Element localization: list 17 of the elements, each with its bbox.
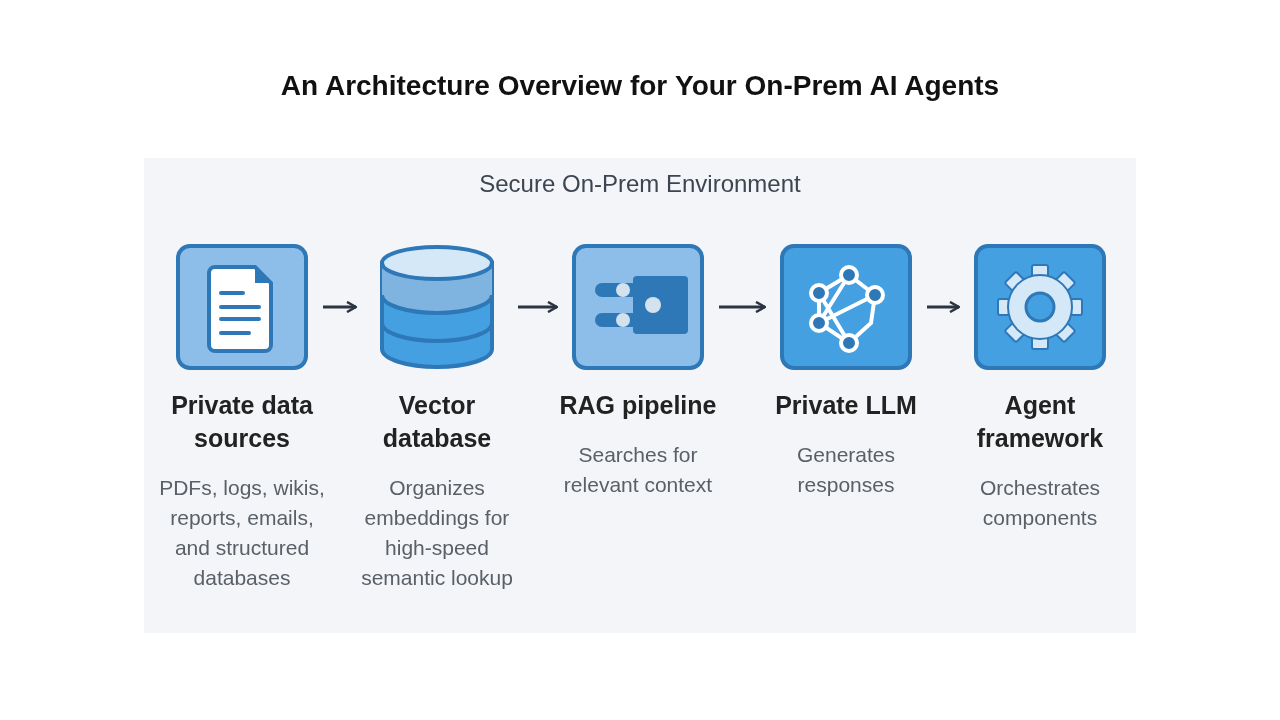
- arrow: [323, 300, 358, 314]
- arrow: [719, 300, 767, 314]
- environment-panel: [144, 158, 1136, 633]
- component-title: Private LLM: [775, 390, 917, 421]
- panel-title: Secure On-Prem Environment: [478, 170, 802, 198]
- component-description: Organizes embeddings for high-speed semantic lookup: [360, 475, 514, 591]
- component-title: Private data sources: [170, 390, 314, 454]
- component-description: PDFs, logs, wikis, reports, emails, and structured databases: [158, 475, 326, 591]
- component-title: Vector database: [381, 390, 493, 454]
- component-description: Searches for relevant context: [562, 442, 714, 498]
- component-title: Agent framework: [975, 390, 1105, 454]
- arrow: [518, 300, 559, 314]
- diagram-title: An Architecture Overview for Your On-Prem AI Agents: [279, 70, 1001, 102]
- component-description: Generates responses: [795, 442, 897, 498]
- component-description: Orchestrates components: [978, 475, 1102, 531]
- arrow: [927, 300, 961, 314]
- component-title: RAG pipeline: [559, 390, 717, 421]
